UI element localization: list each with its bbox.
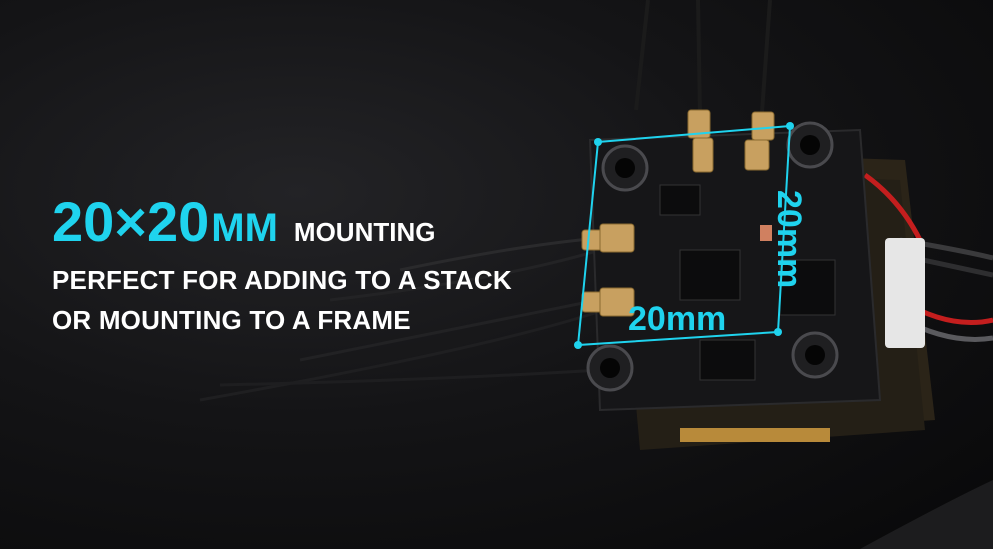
standoffs bbox=[586, 121, 839, 392]
dimension-corner bbox=[594, 138, 602, 146]
chip bbox=[679, 249, 741, 301]
antenna-connector bbox=[744, 139, 770, 171]
standoff-hole bbox=[805, 345, 825, 365]
chip bbox=[699, 339, 756, 381]
antenna-connector bbox=[692, 137, 714, 173]
led bbox=[760, 225, 772, 241]
motor-wire bbox=[863, 172, 923, 242]
wire-connector bbox=[885, 238, 925, 348]
antenna-connector bbox=[751, 111, 775, 141]
headline-size-unit: MM bbox=[211, 206, 278, 250]
dimension-corner bbox=[786, 122, 794, 130]
antenna-connector bbox=[581, 291, 603, 313]
antenna-connector bbox=[581, 229, 603, 251]
antenna-connector bbox=[599, 287, 635, 317]
chip bbox=[779, 259, 836, 316]
antenna-wire bbox=[199, 310, 599, 402]
antenna-connector bbox=[599, 223, 635, 253]
antenna-wire bbox=[696, 0, 702, 116]
dimension-corner bbox=[574, 341, 582, 349]
headline: 20×20 MM MOUNTING bbox=[52, 190, 512, 254]
standoff-hole bbox=[615, 158, 635, 178]
antenna-wire bbox=[760, 0, 772, 113]
headline-word: MOUNTING bbox=[293, 217, 436, 247]
body-line: OR MOUNTING TO A FRAME bbox=[52, 305, 411, 335]
chip bbox=[659, 184, 701, 216]
standoff-hole bbox=[600, 358, 620, 378]
antenna-wire bbox=[329, 248, 601, 302]
background-curve bbox=[860, 480, 993, 549]
dimension-corners bbox=[574, 122, 794, 349]
body-line: PERFECT FOR ADDING TO A STACK bbox=[52, 265, 512, 295]
antenna-wire bbox=[299, 298, 599, 362]
esc-pads bbox=[680, 428, 830, 442]
antenna-wire bbox=[634, 0, 650, 111]
standoff-hole bbox=[800, 135, 820, 155]
vertical-dimension-label: 20mm bbox=[770, 190, 808, 289]
dimension-corner bbox=[774, 328, 782, 336]
antenna-connectors bbox=[581, 109, 775, 317]
horizontal-dimension-label: 20mm bbox=[628, 300, 727, 338]
headline-size-number: 20×20 bbox=[52, 190, 210, 253]
antenna-wire bbox=[399, 236, 601, 272]
antenna-wire bbox=[219, 368, 601, 387]
feature-copy: 20×20 MM MOUNTING PERFECT FOR ADDING TO … bbox=[52, 190, 512, 340]
